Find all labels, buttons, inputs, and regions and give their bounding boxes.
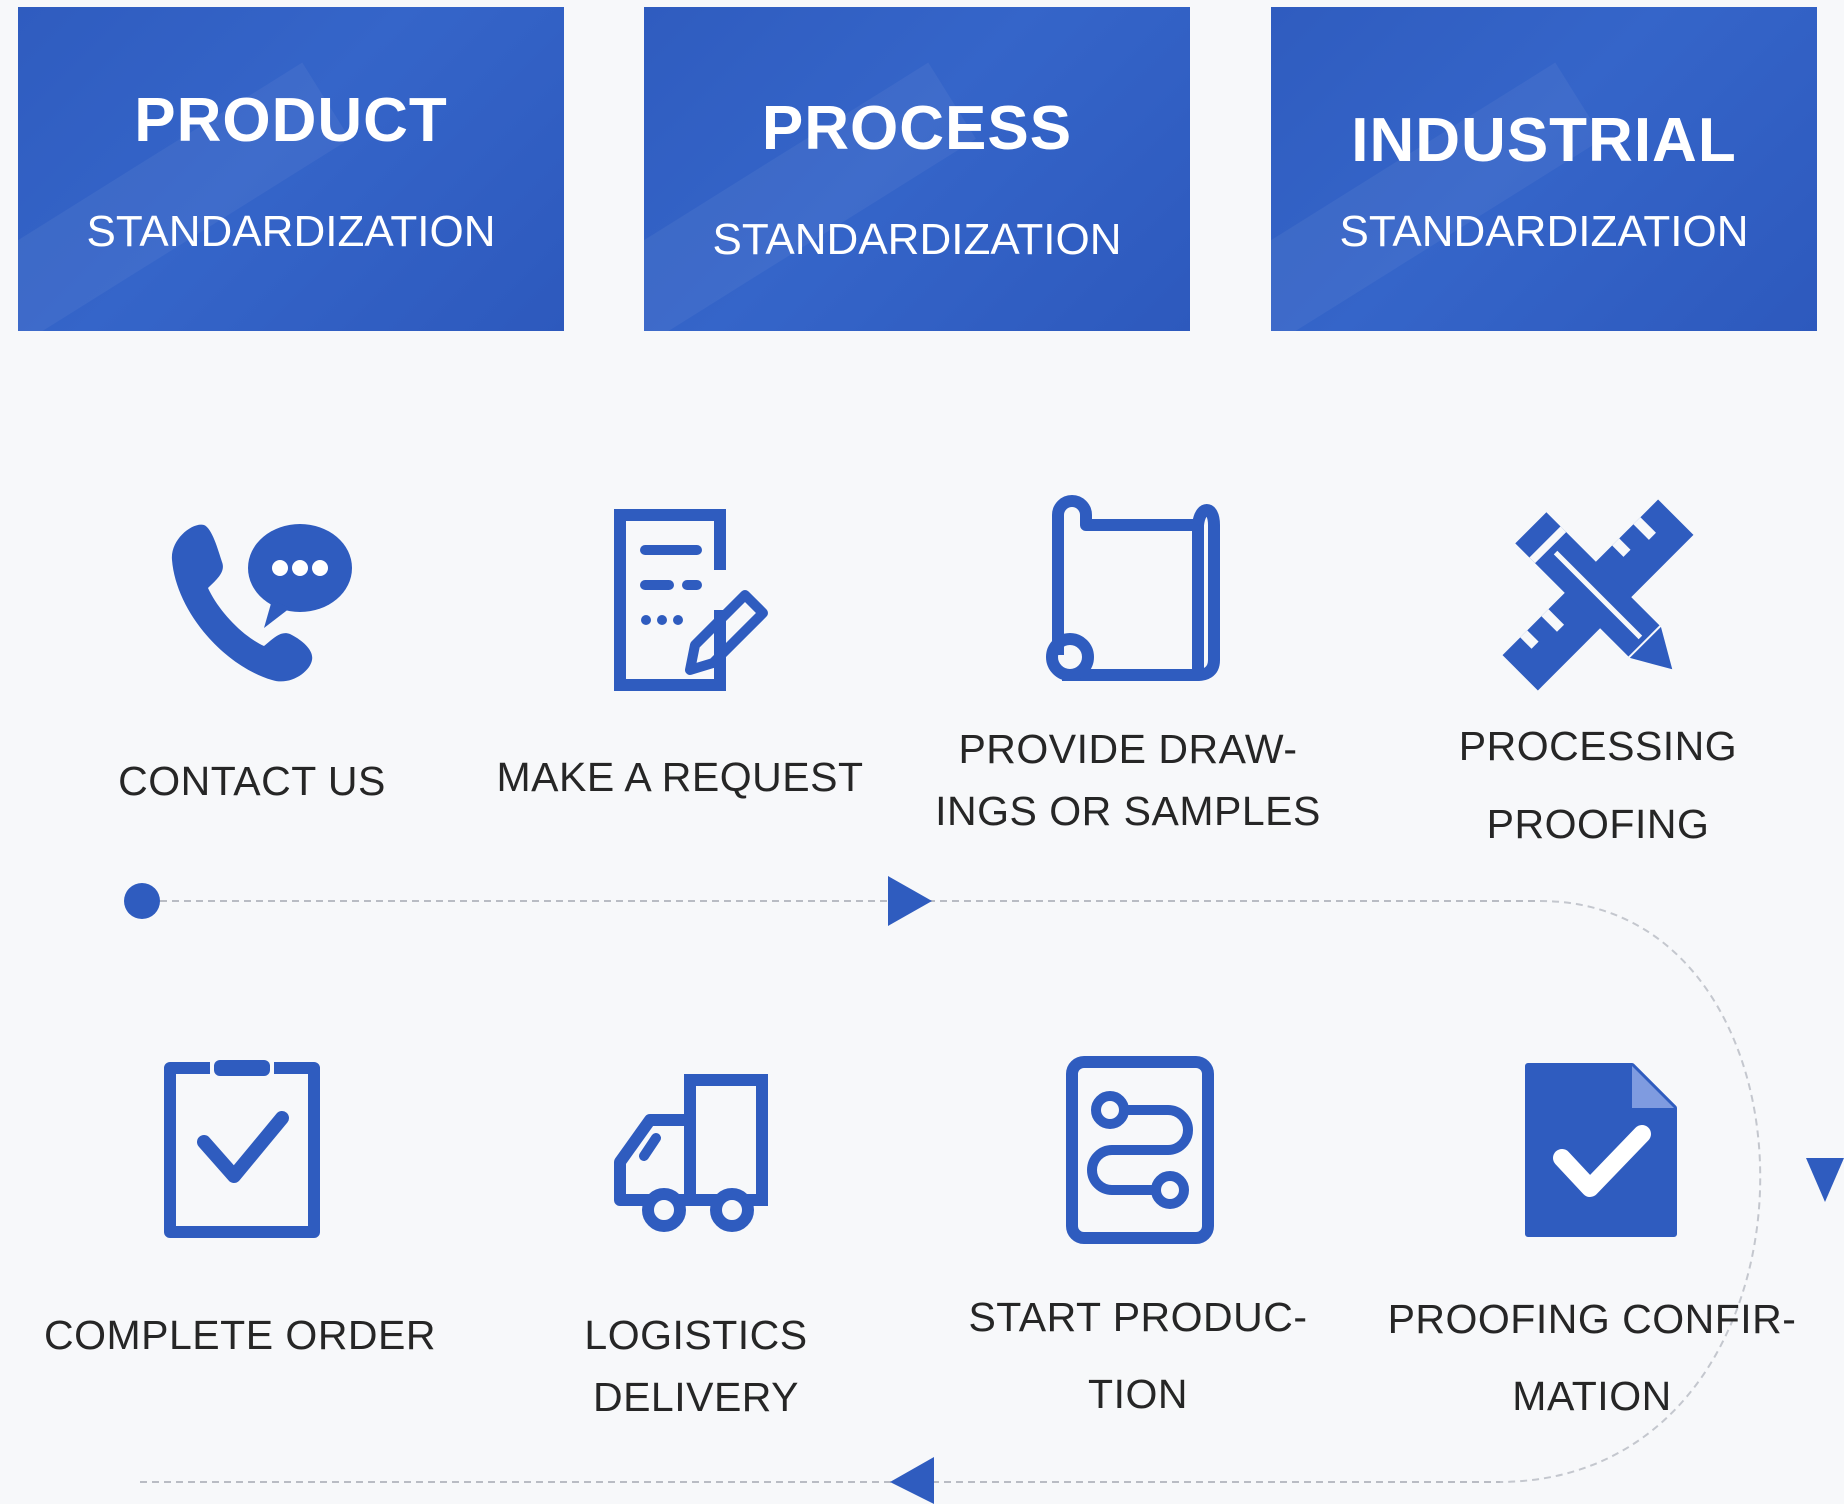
flow-arrow-left: [890, 1457, 934, 1504]
step-complete-order: COMPLETE ORDER: [30, 1050, 450, 1370]
banner-process-standardization: PROCESS STANDARDIZATION: [644, 7, 1190, 331]
banner-subtitle: STANDARDIZATION: [712, 215, 1122, 264]
production-flow-icon: [1028, 1050, 1248, 1260]
banner-subtitle: STANDARDIZATION: [1339, 207, 1749, 256]
step-label-line2: PROOFING: [1486, 801, 1710, 847]
document-check-icon: [1482, 1050, 1702, 1260]
clipboard-check-icon: [130, 1050, 350, 1260]
step-label: CONTACT US: [118, 758, 386, 804]
banner-industrial-standardization: INDUSTRIAL STANDARDIZATION: [1271, 7, 1817, 331]
step-label: MAKE A REQUEST: [496, 754, 864, 800]
banner-title: PROCESS: [761, 94, 1073, 163]
step-start-production: START PRODUC- TION: [928, 1050, 1348, 1417]
banner-subtitle: STANDARDIZATION: [86, 207, 496, 256]
flow-arrow-right: [888, 876, 932, 926]
step-label-line2: TION: [1088, 1371, 1188, 1417]
step-make-a-request: MAKE A REQUEST: [470, 500, 890, 820]
step-processing-proofing: PROCESSING PROOFING: [1388, 490, 1808, 850]
step-label-line1: PROCESSING: [1458, 723, 1738, 769]
step-contact-us: CONTACT US: [42, 500, 462, 820]
step-label-line1: PROVIDE DRAW-: [958, 726, 1298, 772]
step-provide-drawings: PROVIDE DRAW- INGS OR SAMPLES: [918, 485, 1338, 845]
flow-arrow-down: [1806, 1158, 1844, 1202]
phone-chat-icon: [142, 500, 362, 710]
step-label-line2: INGS OR SAMPLES: [935, 788, 1321, 834]
step-label-line1: PROOFING CONFIR-: [1387, 1296, 1797, 1342]
step-label: LOGISTICS DELIVERY: [584, 1312, 808, 1420]
banner-title: INDUSTRIAL: [1351, 106, 1737, 175]
step-label-line1: START PRODUC-: [968, 1294, 1308, 1340]
flow-start-dot: [124, 883, 160, 919]
blueprint-scroll-icon: [1018, 485, 1238, 695]
banner-product-standardization: PRODUCT STANDARDIZATION: [18, 7, 564, 331]
ruler-pencil-icon: [1488, 490, 1708, 700]
request-form-icon: [570, 500, 790, 710]
delivery-truck-icon: [586, 1060, 806, 1270]
banner-title: PRODUCT: [134, 86, 448, 155]
step-logistics-delivery: LOGISTICS DELIVERY: [486, 1060, 906, 1420]
step-label-line2: MATION: [1512, 1373, 1672, 1419]
step-proofing-confirmation: PROOFING CONFIR- MATION: [1382, 1050, 1802, 1419]
step-label: COMPLETE ORDER: [44, 1312, 436, 1358]
